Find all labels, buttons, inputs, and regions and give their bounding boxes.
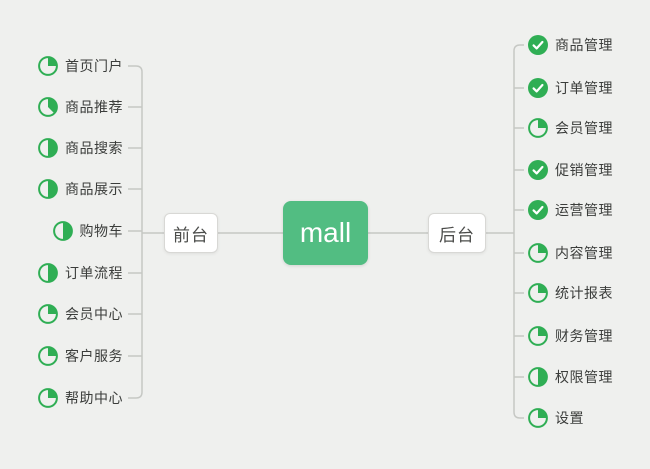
task-progress-quarter-icon	[38, 304, 58, 324]
task-progress-three-eighths-icon	[38, 97, 58, 117]
task-progress-quarter-icon	[38, 56, 58, 76]
node-label: 设置	[555, 410, 584, 426]
node-label: 权限管理	[555, 369, 613, 385]
mindmap-node[interactable]: 商品搜索	[38, 136, 123, 160]
node-label: 财务管理	[555, 328, 613, 344]
task-progress-quarter-icon	[528, 408, 548, 428]
mindmap-node[interactable]: 帮助中心	[38, 386, 123, 410]
node-label: 购物车	[79, 223, 123, 239]
mindmap-node[interactable]: 订单管理	[528, 76, 613, 100]
node-label: 会员中心	[65, 306, 123, 322]
mindmap-node[interactable]: 首页门户	[38, 54, 123, 78]
branch-node-frontend[interactable]: 前台	[164, 213, 218, 253]
branch-node-backend[interactable]: 后台	[428, 213, 486, 253]
mindmap-node[interactable]: 订单流程	[38, 261, 123, 285]
task-done-icon	[528, 200, 548, 220]
node-label: 订单管理	[555, 80, 613, 96]
node-label: 统计报表	[555, 285, 613, 301]
mindmap-node[interactable]: 商品推荐	[38, 95, 123, 119]
node-label: 商品推荐	[65, 99, 123, 115]
task-progress-quarter-icon	[528, 118, 548, 138]
task-progress-quarter-icon	[38, 388, 58, 408]
task-progress-half-icon	[38, 138, 58, 158]
node-label: 商品管理	[555, 37, 613, 53]
mindmap-node[interactable]: 统计报表	[528, 281, 613, 305]
task-done-icon	[528, 35, 548, 55]
task-progress-half-icon	[52, 221, 73, 241]
mindmap-node[interactable]: 购物车	[52, 219, 124, 243]
task-progress-half-icon	[38, 263, 58, 283]
node-label: 客户服务	[65, 348, 123, 364]
mindmap-node[interactable]: 商品管理	[528, 33, 613, 57]
task-progress-quarter-icon	[528, 283, 548, 303]
mindmap-node[interactable]: 商品展示	[38, 177, 123, 201]
node-label: 订单流程	[65, 265, 123, 281]
task-progress-half-icon	[38, 179, 58, 199]
task-done-icon	[528, 78, 548, 98]
mindmap-node[interactable]: 内容管理	[528, 241, 613, 265]
mindmap-node[interactable]: 促销管理	[528, 158, 613, 182]
node-label: 首页门户	[65, 58, 123, 74]
root-node-mall[interactable]: mall	[283, 201, 368, 265]
mindmap-node[interactable]: 会员管理	[528, 116, 613, 140]
task-progress-half-icon	[528, 367, 548, 387]
mindmap-node[interactable]: 运营管理	[528, 198, 613, 222]
node-label: 商品展示	[65, 181, 123, 197]
task-progress-quarter-icon	[528, 243, 548, 263]
task-progress-quarter-icon	[528, 326, 548, 346]
node-label: 运营管理	[555, 202, 613, 218]
task-progress-quarter-icon	[38, 346, 58, 366]
node-label: 促销管理	[555, 162, 613, 178]
mindmap-node[interactable]: 客户服务	[38, 344, 123, 368]
branch-connector-path	[128, 44, 524, 419]
task-done-icon	[528, 160, 548, 180]
mindmap-node[interactable]: 财务管理	[528, 324, 613, 348]
node-label: 内容管理	[555, 245, 613, 261]
node-label: 商品搜索	[65, 140, 123, 156]
node-label: 帮助中心	[65, 390, 123, 406]
mindmap-node[interactable]: 权限管理	[528, 365, 613, 389]
mindmap-node[interactable]: 会员中心	[38, 302, 123, 326]
mindmap-node[interactable]: 设置	[528, 406, 584, 430]
node-label: 会员管理	[555, 120, 613, 136]
